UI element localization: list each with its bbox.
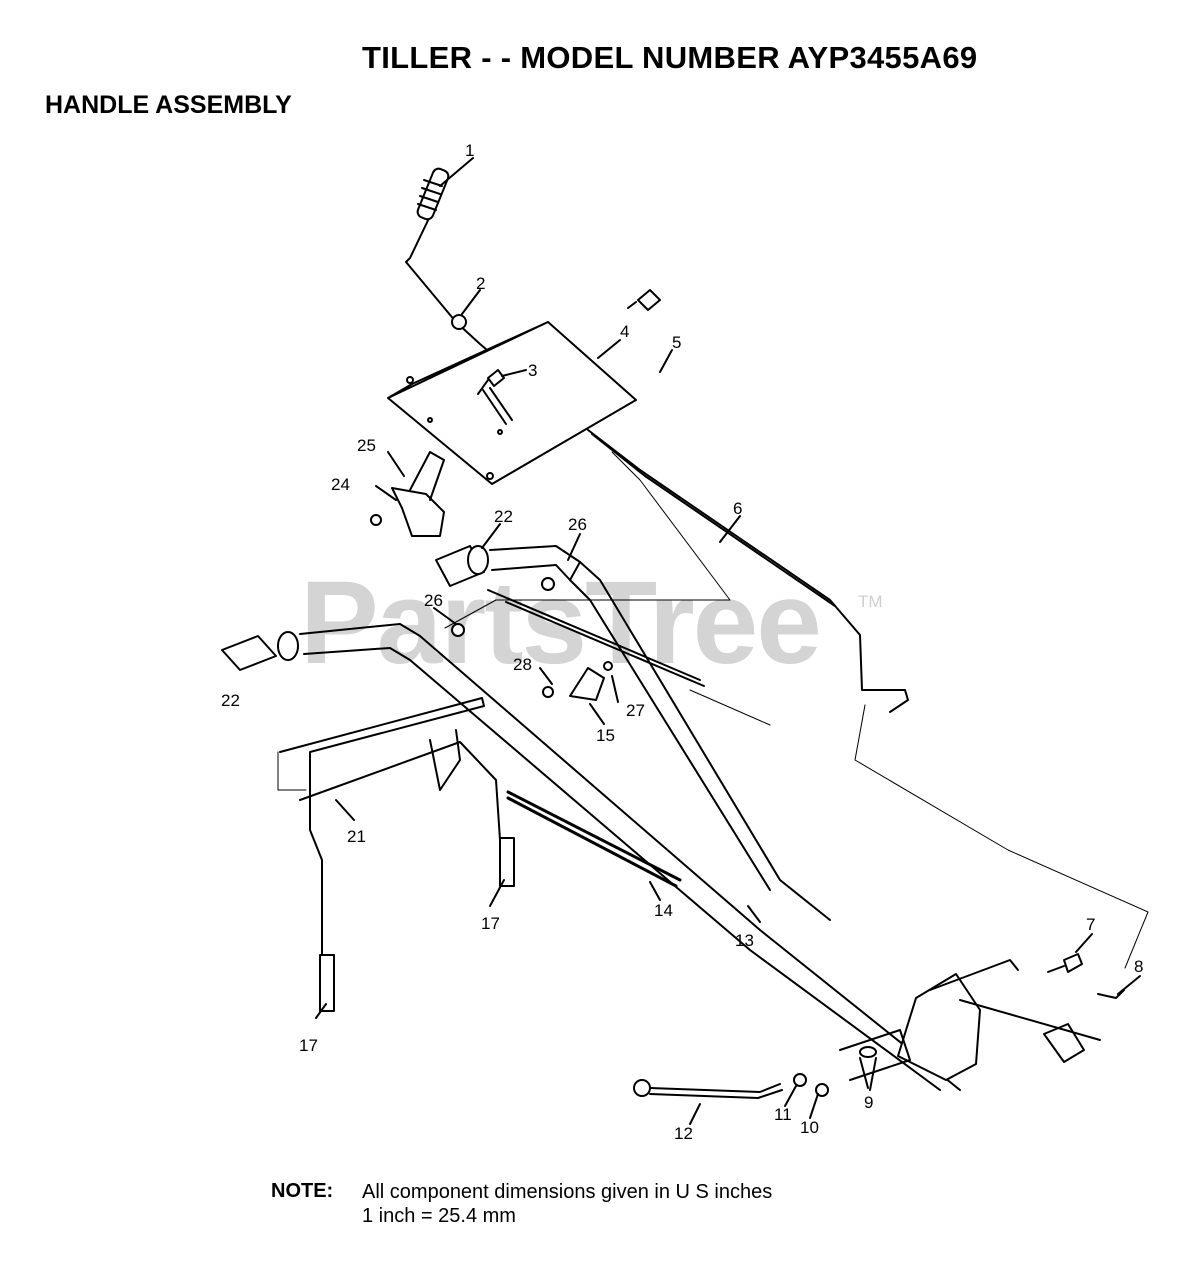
watermark-trademark: TM [858,592,883,611]
callout-1: 1 [465,141,474,160]
note-label: NOTE: [271,1180,334,1202]
grip-left [221,631,299,671]
rod-clip [451,314,467,330]
pin [1097,989,1125,999]
callout-22-upper: 22 [494,507,513,526]
upper-handle [489,545,581,581]
callout-15: 15 [596,726,615,745]
watermark: PartsTree [300,557,822,689]
bolt [627,289,661,311]
shift-lever [633,1079,783,1099]
callout-24: 24 [331,475,350,494]
callout-3: 3 [528,361,537,380]
callout-17-right: 17 [481,914,500,933]
callout-14: 14 [654,901,673,920]
callout-labels: 1 2 3 4 5 6 24 25 22 26 26 22 28 27 15 2… [221,141,1143,1143]
callout-12: 12 [674,1124,693,1143]
page-title: TILLER - - MODEL NUMBER AYP3455A69 [362,40,978,75]
callout-21: 21 [347,827,366,846]
callout-9: 9 [864,1093,873,1112]
bracket [391,487,445,537]
bolt-7 [1047,953,1083,973]
control-panel [387,321,637,485]
callout-13: 13 [735,931,754,950]
callout-28: 28 [513,655,532,674]
note-line-1: All component dimensions given in U S in… [362,1181,773,1203]
callout-27: 27 [626,701,645,720]
frame-rod [587,429,909,713]
note-line-2: 1 inch = 25.4 mm [362,1205,516,1227]
callout-5: 5 [672,333,681,352]
callout-2: 2 [476,274,485,293]
grip-upper [435,545,489,587]
callout-7: 7 [1086,915,1095,934]
handle-bracket [897,973,981,1081]
left-handle [299,623,961,1091]
callout-17-left: 17 [299,1036,318,1055]
callout-26-lower: 26 [424,591,443,610]
callout-10: 10 [800,1118,819,1137]
bail-assembly [279,697,485,961]
cable [487,589,705,687]
callout-25: 25 [357,436,376,455]
section-title: HANDLE ASSEMBLY [45,91,292,119]
callout-22-lower: 22 [221,691,240,710]
callout-6: 6 [733,499,742,518]
screw [477,369,505,395]
callout-26-upper: 26 [568,515,587,534]
callout-8: 8 [1134,957,1143,976]
callout-11: 11 [774,1105,792,1124]
callout-4: 4 [620,322,629,341]
lever [569,667,605,701]
